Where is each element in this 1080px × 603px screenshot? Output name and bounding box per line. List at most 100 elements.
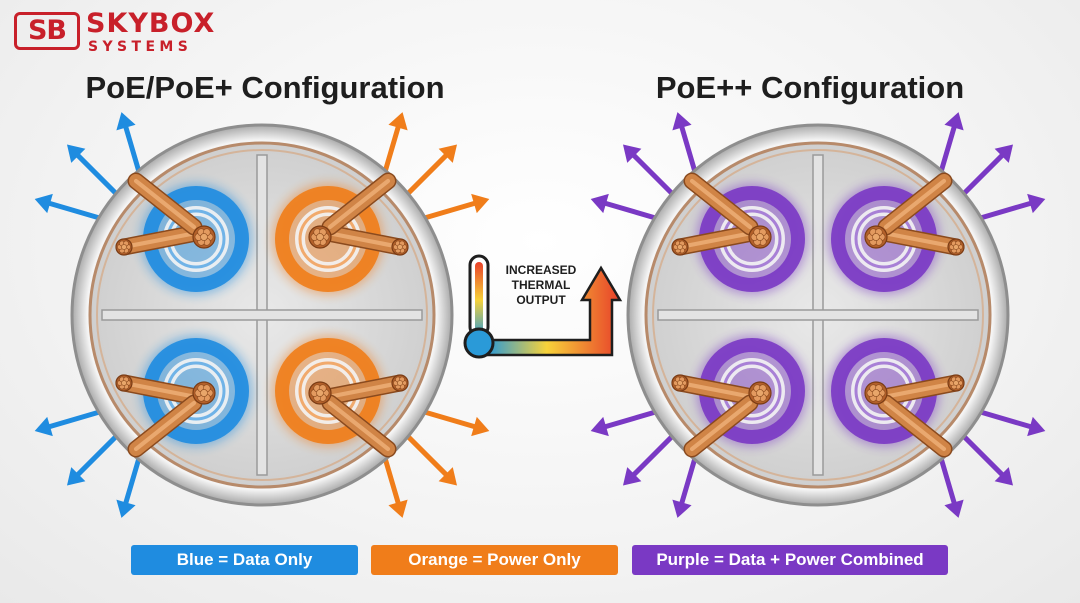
heat-arrow-head: [471, 193, 490, 214]
heat-arrow-head: [622, 144, 642, 163]
copper-strand: [200, 233, 208, 241]
legend-purple-data-power: Purple = Data + Power Combined: [632, 545, 948, 575]
poe-config-title: PoE/PoE+ Configuration: [85, 70, 445, 105]
twisted-pair-2: [828, 172, 965, 295]
twisted-pair-1: [115, 172, 252, 295]
heat-arrow-head: [994, 467, 1014, 486]
thermal-label-line2: THERMAL: [512, 278, 571, 292]
heat-arrow-head: [116, 112, 136, 131]
cable-shield-ring: [652, 149, 984, 481]
copper-wire-highlight: [677, 231, 750, 250]
heat-arrow-head: [672, 499, 692, 518]
heat-arrow-shaft: [631, 434, 674, 477]
copper-strand: [677, 380, 683, 386]
heat-arrow-shaft: [977, 200, 1033, 221]
heat-arrow-head: [471, 416, 490, 437]
copper-wire-highlight: [330, 380, 403, 399]
legend-orange-power-only: Orange = Power Only: [371, 545, 618, 575]
copper-wire-highlight: [689, 400, 753, 452]
heat-arrow-shaft: [406, 153, 449, 196]
heat-arrow-shaft: [406, 434, 449, 477]
heat-arrow-head: [34, 193, 53, 214]
heat-arrow-shaft: [962, 434, 1005, 477]
heat-arrow-shaft: [603, 200, 659, 221]
thermometer-fill: [475, 262, 483, 338]
logo-name: SKYBOX: [86, 8, 216, 39]
cross-spline-horizontal: [657, 309, 979, 321]
cable-right: [590, 112, 1046, 518]
copper-wire-highlight: [689, 178, 753, 230]
copper-wire-highlight: [133, 400, 197, 452]
thermal-indicator: INCREASED THERMAL OUTPUT: [463, 254, 623, 359]
copper-strand: [200, 389, 208, 397]
cross-spline-horizontal: [101, 309, 423, 321]
heat-arrow-shaft: [977, 409, 1033, 430]
heat-arrow-head: [994, 144, 1014, 163]
twisted-pair-3: [115, 335, 252, 458]
heat-arrow-head: [34, 416, 53, 437]
heat-arrow-shaft: [603, 409, 659, 430]
heat-arrow-shaft: [75, 153, 118, 196]
copper-strand: [316, 233, 324, 241]
copper-wire-highlight: [133, 178, 197, 230]
copper-wire-highlight: [886, 231, 959, 250]
heat-arrow-head: [622, 467, 642, 486]
heat-arrow-head: [66, 467, 86, 486]
heat-arrow-head: [944, 112, 964, 131]
heat-arrow-head: [590, 193, 609, 214]
heat-arrow-head: [438, 467, 458, 486]
heat-arrow-head: [116, 499, 136, 518]
heat-arrow-head: [66, 144, 86, 163]
heat-arrow-head: [388, 499, 408, 518]
twisted-pair-1: [671, 172, 808, 295]
copper-wire-highlight: [327, 400, 391, 452]
copper-strand: [756, 233, 764, 241]
copper-strand: [121, 380, 127, 386]
heat-arrow-shaft: [47, 409, 103, 430]
copper-wire-highlight: [883, 400, 947, 452]
skybox-logo: SB SKYBOX SYSTEMS: [14, 8, 254, 55]
thermometer-bulb: [463, 327, 495, 359]
copper-strand: [397, 244, 403, 250]
cable-shield-ring: [96, 149, 428, 481]
copper-wire-highlight: [677, 380, 750, 399]
heat-arrow-shaft: [421, 409, 477, 430]
heat-arrow-head: [672, 112, 692, 131]
copper-strand: [397, 380, 403, 386]
copper-strand: [953, 244, 959, 250]
copper-wire-highlight: [121, 380, 194, 399]
heat-arrow-shaft: [47, 200, 103, 221]
heat-arrow-head: [944, 499, 964, 518]
heat-arrow-head: [388, 112, 408, 131]
heat-arrow-head: [1027, 416, 1046, 437]
copper-strand: [872, 233, 880, 241]
heat-arrow-head: [1027, 193, 1046, 214]
logo-subtitle: SYSTEMS: [88, 39, 193, 55]
twisted-pair-3: [671, 335, 808, 458]
cable-left: [34, 112, 490, 518]
copper-strand: [316, 389, 324, 397]
heat-arrow-head: [590, 416, 609, 437]
heat-arrow-shaft: [631, 153, 674, 196]
copper-strand: [872, 389, 880, 397]
twisted-pair-4: [272, 335, 409, 458]
twisted-pair-4: [828, 335, 965, 458]
copper-wire-highlight: [330, 231, 403, 250]
copper-wire-highlight: [886, 380, 959, 399]
copper-wire-highlight: [883, 178, 947, 230]
legend-blue-data-only: Blue = Data Only: [131, 545, 358, 575]
twisted-pair-2: [272, 172, 409, 295]
copper-wire-highlight: [121, 231, 194, 250]
copper-wire-highlight: [327, 178, 391, 230]
copper-strand: [677, 244, 683, 250]
logo-badge: SB: [14, 12, 80, 50]
heat-arrow-head: [438, 144, 458, 163]
copper-strand: [121, 244, 127, 250]
heat-arrow-shaft: [421, 200, 477, 221]
thermal-arrow: [485, 265, 623, 357]
thermal-label-line1: INCREASED: [506, 263, 577, 277]
poe-plus-plus-config-title: PoE++ Configuration: [655, 70, 965, 105]
copper-strand: [953, 380, 959, 386]
heat-arrow-shaft: [962, 153, 1005, 196]
